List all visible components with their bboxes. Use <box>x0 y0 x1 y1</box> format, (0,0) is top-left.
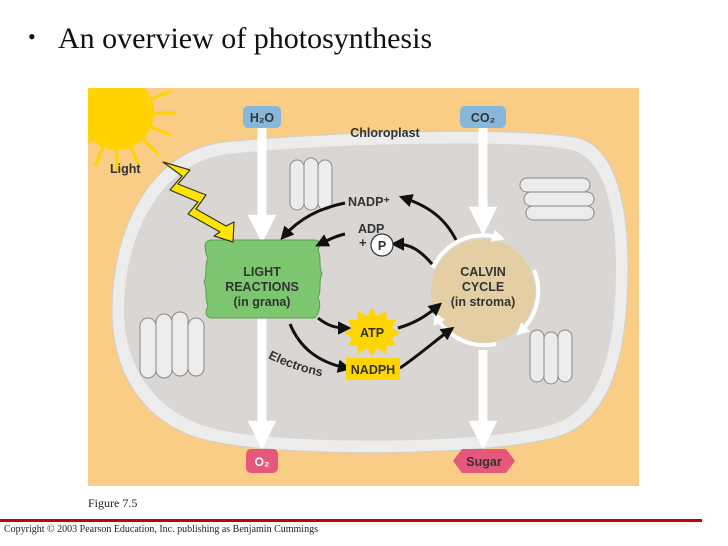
co2-input-label: CO₂ <box>471 111 495 125</box>
phosphate-circle <box>370 233 394 257</box>
water-input-label: H₂O <box>250 111 275 125</box>
water-input-badge <box>243 106 281 128</box>
title-text: An overview of photosynthesis <box>58 22 433 55</box>
sugar-output-label: Sugar <box>466 455 502 469</box>
nadp-return-arrow <box>280 194 458 241</box>
calvin-cycle-line-1: CALVIN <box>460 265 506 279</box>
calvin-cycle-arrows <box>431 229 541 348</box>
calvin-cycle-line-2: CYCLE <box>462 280 504 294</box>
photosynthesis-diagram: LIGHT REACTIONS (in grana) CALVIN CYCLE … <box>88 88 639 486</box>
plus-sign: + <box>359 235 367 250</box>
atp-label: ATP <box>360 326 384 340</box>
atp-flow-arrow <box>317 302 443 335</box>
thylakoid-stack-right <box>519 177 595 221</box>
light-reactions-line-1: LIGHT <box>243 265 281 279</box>
nadph-label: NADPH <box>351 363 395 377</box>
nadph-box <box>346 358 400 380</box>
oxygen-output-label: O₂ <box>255 455 270 469</box>
thylakoid-stack-left <box>139 311 205 379</box>
phosphate-label: P <box>378 239 386 253</box>
slide-title: • An overview of photosynthesis <box>28 22 432 56</box>
title-bullet: • <box>28 24 36 49</box>
footer-divider <box>0 519 702 522</box>
adp-label: ADP <box>358 222 384 236</box>
copyright-notice: Copyright © 2003 Pearson Education, Inc.… <box>4 524 318 535</box>
sugar-output-badge <box>453 449 515 473</box>
chloroplast-label: Chloroplast <box>350 126 420 140</box>
sun-icon <box>88 88 176 172</box>
light-label: Light <box>110 162 141 176</box>
oxygen-output-badge <box>246 449 278 473</box>
thylakoid-stack-top <box>289 157 333 211</box>
calvin-cycle-circle <box>431 239 535 343</box>
electron-flow-arrow <box>288 323 455 373</box>
light-bolt-icon <box>162 161 235 243</box>
atp-star-icon <box>344 308 400 356</box>
adp-return-arrow <box>315 232 434 265</box>
figure-caption: Figure 7.5 <box>88 496 138 510</box>
co2-input-badge <box>460 106 506 128</box>
calvin-cycle-line-3: (in stroma) <box>451 295 516 309</box>
light-reactions-line-2: REACTIONS <box>225 280 299 294</box>
thylakoid-stack-bottom-right <box>529 329 573 385</box>
nadp-label: NADP⁺ <box>348 195 390 209</box>
light-reactions-line-3: (in grana) <box>234 295 291 309</box>
